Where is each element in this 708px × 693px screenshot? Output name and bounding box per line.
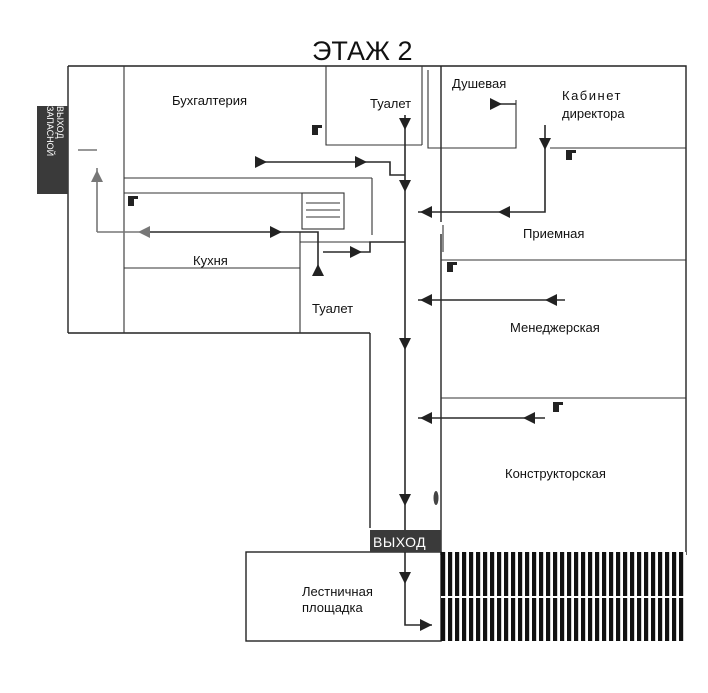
spare-exit-label: ЗАПАСНОЙ ВЫХОД: [37, 106, 68, 194]
arrow-icon: [420, 412, 432, 424]
fire-extinguisher-icon: [128, 196, 138, 206]
room-label-stairs-line2: площадка: [302, 600, 363, 615]
main-exit-text: ВЫХОД: [373, 534, 426, 550]
room-labels: Бухгалтерия Туалет Душевая Кабинет дирек…: [172, 76, 625, 615]
arrow-icon: [490, 98, 502, 110]
fire-extinguisher-icon: [553, 402, 563, 412]
arrow-icon: [399, 338, 411, 350]
spare-exit-text-line2: ВЫХОД: [55, 106, 65, 139]
door-marker: [433, 491, 439, 505]
arrow-icon: [350, 246, 362, 258]
arrow-icon: [420, 206, 432, 218]
room-label-shower: Душевая: [452, 76, 506, 91]
room-label-toilet-bottom: Туалет: [312, 301, 353, 316]
arrow-icon: [138, 226, 150, 238]
fire-extinguishers: [128, 125, 576, 412]
room-label-accounting: Бухгалтерия: [172, 93, 247, 108]
fire-extinguisher-icon: [312, 125, 322, 135]
room-label-design: Конструкторская: [505, 466, 606, 481]
room-label-director-line2: директора: [562, 106, 625, 121]
arrow-icon: [498, 206, 510, 218]
room-label-managers: Менеджерская: [510, 320, 600, 335]
arrow-icon: [399, 494, 411, 506]
room-label-toilet-top: Туалет: [370, 96, 411, 111]
room-label-reception: Приемная: [523, 226, 584, 241]
main-exit-label: ВЫХОД: [370, 530, 441, 552]
floor-title: ЭТАЖ 2: [312, 36, 412, 66]
spare-exit-text-line1: ЗАПАСНОЙ: [45, 106, 56, 156]
evacuation-arrows: [91, 98, 557, 631]
room-label-director-line1: Кабинет: [562, 88, 622, 103]
arrow-icon: [255, 156, 267, 168]
arrow-icon: [545, 294, 557, 306]
arrow-icon: [539, 138, 551, 150]
arrow-icon: [420, 619, 432, 631]
arrow-icon: [399, 572, 411, 584]
evacuation-routes: [78, 103, 565, 626]
fire-extinguisher-icon: [447, 262, 457, 272]
arrow-icon: [270, 226, 282, 238]
room-label-kitchen: Кухня: [193, 253, 228, 268]
room-label-stairs-line1: Лестничная: [302, 584, 373, 599]
arrow-icon: [399, 180, 411, 192]
arrow-icon: [523, 412, 535, 424]
arrow-icon: [91, 170, 103, 182]
arrow-icon: [312, 264, 324, 276]
fire-extinguisher-icon: [566, 150, 576, 160]
arrow-icon: [355, 156, 367, 168]
arrow-icon: [399, 118, 411, 130]
arrow-icon: [420, 294, 432, 306]
